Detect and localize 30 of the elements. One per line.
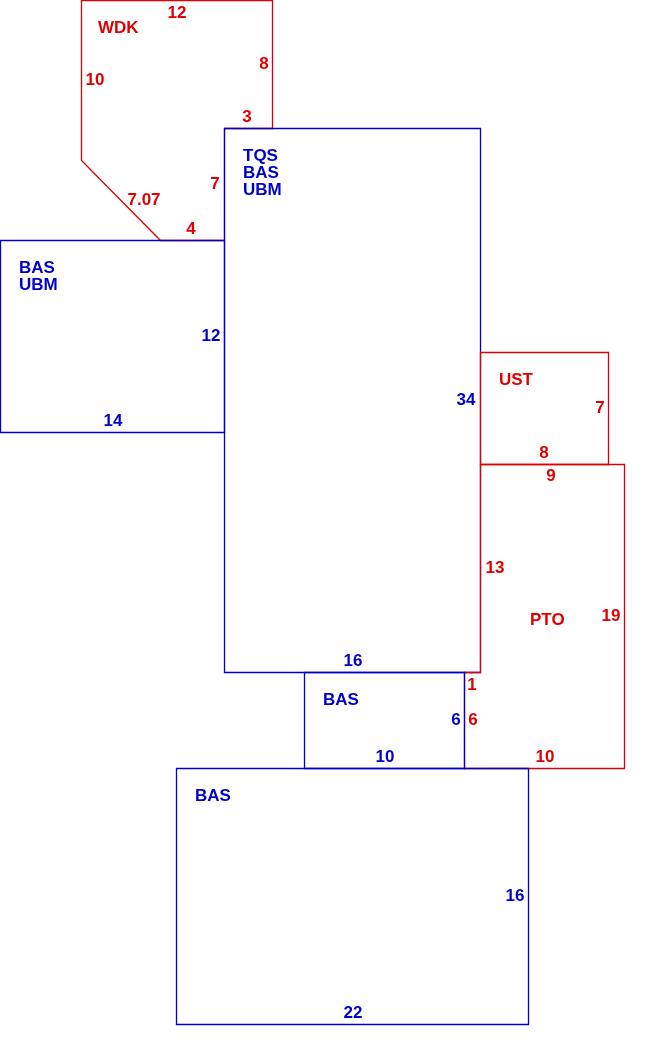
area-code: PTO	[530, 611, 566, 628]
dimension-label: 12	[201, 327, 221, 345]
dimension-label: 6	[468, 711, 478, 729]
dimension-label: 7	[595, 399, 605, 417]
dimension-label: 9	[546, 467, 556, 485]
dimension-label: 22	[343, 1004, 363, 1022]
dimension-label: 7	[210, 175, 220, 193]
dimension-label: 12	[167, 4, 187, 22]
dimension-label: 7.07	[127, 191, 161, 209]
area-code: UST	[499, 371, 534, 388]
dimension-label: 19	[601, 607, 621, 625]
dimension-label: 3	[242, 108, 252, 126]
area-code: TQS BAS UBM	[243, 147, 283, 198]
area-code: BAS	[323, 691, 360, 708]
dimension-label: 8	[539, 444, 549, 462]
dimension-label: 10	[375, 748, 395, 766]
dimension-label: 6	[451, 711, 461, 729]
area-code: BAS	[195, 787, 232, 804]
area-code: BAS UBM	[19, 259, 59, 293]
dimension-label: 8	[259, 55, 269, 73]
area-code: WDK	[98, 19, 140, 36]
dimension-label: 10	[85, 71, 105, 89]
dimension-label: 10	[535, 748, 555, 766]
dimension-label: 16	[505, 887, 525, 905]
dimension-label: 4	[186, 220, 196, 238]
dimension-label: 13	[485, 559, 505, 577]
dimension-label: 34	[456, 391, 476, 409]
dimension-label: 14	[103, 412, 123, 430]
dimension-label: 1	[467, 676, 477, 694]
dimension-label: 16	[343, 652, 363, 670]
